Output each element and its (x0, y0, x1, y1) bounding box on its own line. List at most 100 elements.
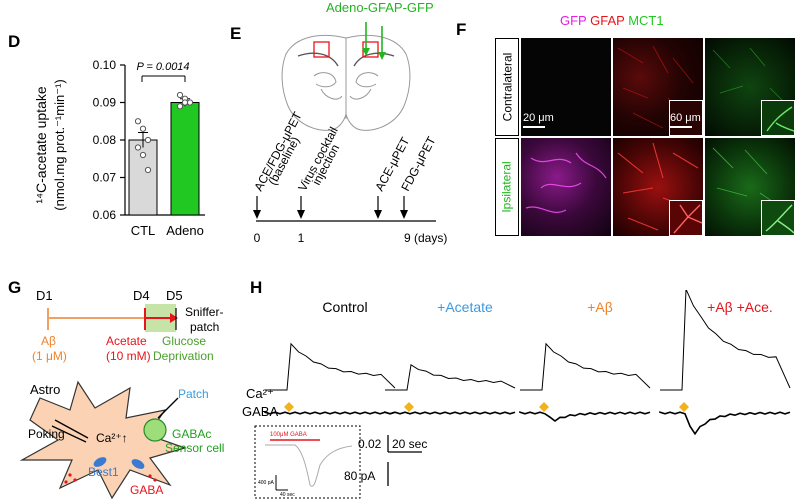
scale-bar-20um: 20 μm (523, 112, 554, 128)
label-acetate: Acetate (106, 334, 147, 348)
roi-contralateral (313, 41, 330, 58)
y-tick-label: 0.08 (93, 133, 117, 147)
label-sniffer: Sniffer- (185, 305, 223, 319)
calcium-trace (385, 363, 516, 391)
data-point (176, 103, 184, 110)
label-patch-pipette: Patch (178, 387, 209, 401)
label-sensor: Sensor cell (165, 441, 224, 455)
micrograph-mct1-contralateral (705, 38, 795, 136)
micrograph-gfap-ipsilateral (613, 138, 703, 236)
inset-mct1-ipsilateral (761, 200, 795, 236)
scale-pa-label: 80 pA (344, 469, 375, 483)
stimulus-marker-icon (404, 402, 414, 412)
panel-label-e: E (230, 24, 242, 43)
label-patch: patch (190, 320, 219, 334)
label-abeta: Aβ (41, 334, 56, 348)
label-best1: Best1 (88, 465, 119, 479)
tick-day-0: 0 (254, 231, 261, 245)
best1-channel-icon-2 (131, 459, 145, 469)
event-arrowhead (400, 210, 408, 219)
gaba-current-trace (264, 411, 396, 415)
gfp-texture (525, 152, 607, 213)
label-glucose: Glucose (162, 334, 206, 348)
tick-day-1: 1 (298, 231, 305, 245)
data-point (181, 99, 189, 106)
calcium-trace (520, 342, 651, 391)
row-label-ipsilateral-text: Ipsilateral (500, 161, 515, 213)
astrocyte-icon (19, 380, 187, 500)
micrograph-gfp-contralateral (521, 38, 611, 136)
x-tick-adeno: Adeno (166, 223, 204, 238)
poking-pipette (54, 419, 89, 439)
panel-label-g: G (8, 278, 22, 297)
label-poking: Poking (28, 427, 65, 441)
brain-section-icon (281, 34, 411, 131)
condition-label: +Aβ +Ace. (707, 299, 773, 315)
data-point (144, 166, 152, 174)
event-arrowhead (297, 210, 305, 219)
scale-bar-20um-text: 20 μm (523, 112, 554, 124)
label-d1: D1 (36, 288, 53, 303)
inset-scale-time: 40 sec (280, 492, 295, 498)
inset-gfap-ipsilateral (669, 200, 703, 236)
bar-adeno (170, 102, 200, 216)
sensor-cell-icon (143, 418, 167, 442)
p-value-label: P = 0.0014 (136, 61, 189, 73)
row-label-contralateral: Contralateral (495, 38, 519, 136)
inset-gaba-response (254, 425, 361, 499)
label-deprivation: Deprivation (153, 349, 214, 363)
scale-bar-60um-text: 60 μm (670, 112, 701, 124)
injection-arrowhead-1 (362, 48, 370, 56)
virus-label: Adeno-GFAP-GFP (326, 0, 434, 15)
calcium-trace (660, 290, 791, 391)
data-point (186, 99, 194, 106)
bar-ctl (128, 139, 158, 216)
label-abeta-conc: (1 μM) (32, 349, 67, 363)
inset-gaba-trace (265, 444, 353, 487)
label-acetate-conc: (10 mM) (106, 349, 151, 363)
y-tick-label: 0.09 (93, 96, 117, 110)
y-tick-label: 0.07 (93, 171, 117, 185)
condition-label: +Acetate (437, 299, 493, 315)
condition-label: Control (322, 299, 367, 315)
experiment-timeline-diagram: ACE/FDG-μPET(baseline)Virus cocktailinje… (251, 22, 447, 245)
gaba-molecules (64, 473, 157, 484)
label-ca: Ca²⁺↑ (96, 431, 128, 445)
y-axis-label-line1: ¹⁴C-acetate uptake (33, 86, 49, 204)
y-tick-label: 0.06 (93, 208, 117, 222)
event-arrowhead (374, 210, 382, 219)
header-gfp: GFP (560, 13, 587, 28)
label-d5: D5 (166, 288, 183, 303)
panel-label-f: F (456, 20, 467, 39)
data-point (144, 136, 152, 144)
label-gabac: GABAc (172, 427, 211, 441)
header-gfap: GFAP (590, 13, 625, 28)
ca-trace-label: Ca²⁺ (246, 386, 274, 401)
inset-gaba-label: 100μM GABA (270, 432, 307, 438)
scale-time-label: 20 sec (392, 437, 427, 451)
bar-chart-acetate-uptake: ¹⁴C-acetate uptake (nmol.mg prot.⁻¹min⁻¹… (33, 58, 205, 238)
acetate-arrowhead (170, 313, 178, 323)
best1-channel-icon (93, 457, 107, 467)
row-label-ipsilateral: Ipsilateral (495, 138, 519, 236)
row-label-contralateral-text: Contralateral (500, 52, 515, 122)
stimulus-marker-icon (679, 402, 689, 412)
y-axis-label-line2: (nmol.mg prot.⁻¹min⁻¹) (52, 79, 67, 210)
gaba-current-trace (659, 411, 791, 436)
condition-label: +Aβ (587, 299, 613, 315)
sniffer-patch-protocol-diagram: D1 D4 D5 Sniffer- patch Aβ (1 μM) Acetat… (19, 288, 224, 500)
patch-pipette (157, 397, 179, 419)
stimulus-marker-icon (284, 402, 294, 412)
micrograph-gfap-contralateral (613, 38, 703, 136)
label-gaba: GABA (130, 483, 163, 497)
micrograph-mct1-ipsilateral (705, 138, 795, 236)
gaba-current-trace (384, 411, 516, 415)
data-point (134, 144, 142, 151)
header-mct1: MCT1 (628, 13, 664, 28)
label-d4: D4 (133, 288, 150, 303)
poking-pipette-2 (51, 425, 87, 443)
data-point (139, 125, 147, 132)
calcium-trace (265, 342, 396, 391)
sniffer-patch-traces: Control+Acetate+Aβ+Aβ +Ace. Ca²⁺ GABA 10… (242, 290, 791, 499)
label-astro: Astro (30, 382, 60, 397)
